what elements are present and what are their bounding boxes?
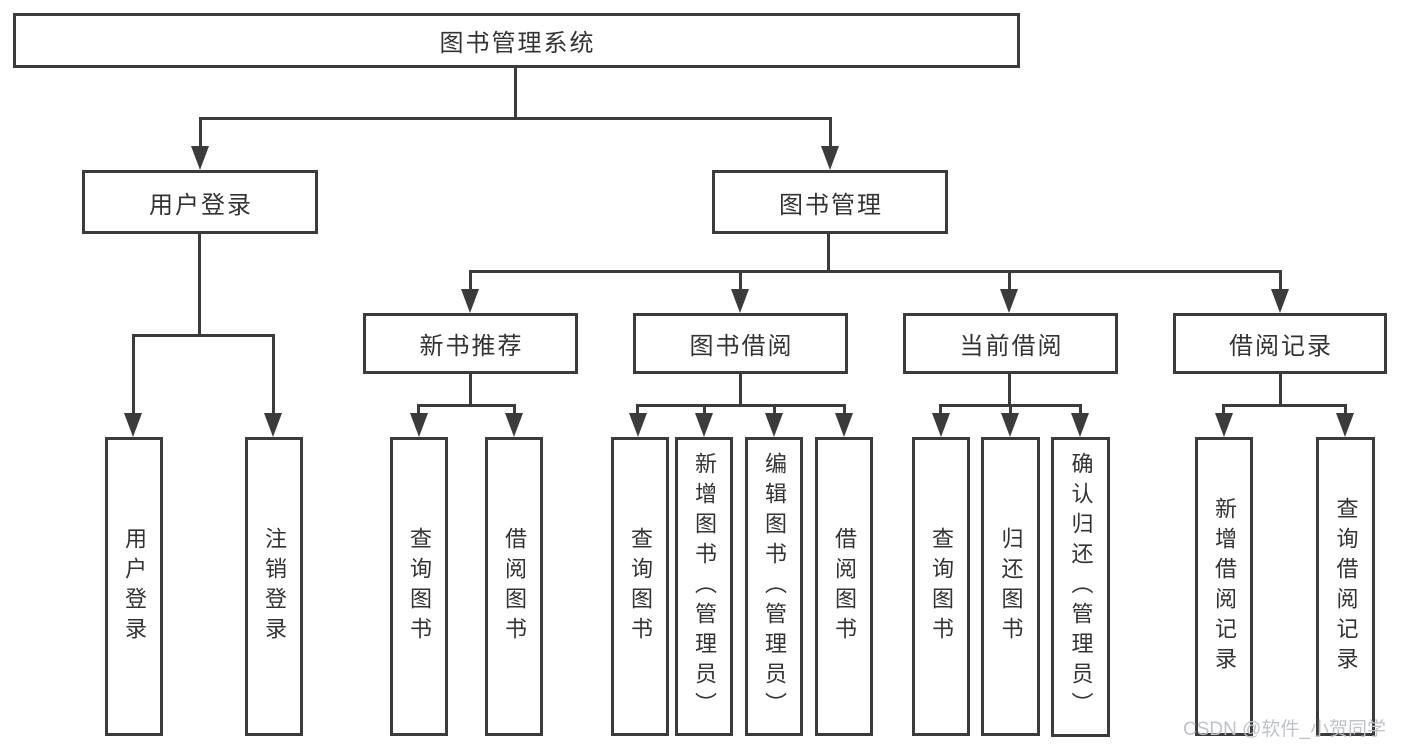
- connector-line: [939, 404, 942, 420]
- connector-line: [773, 404, 776, 420]
- connector-line: [636, 404, 639, 420]
- leaf-confirm-return-admin: 确认归还（管理员）: [1051, 437, 1110, 737]
- connector-line: [417, 404, 420, 420]
- leaf-query-books-recommend-label: 查询图书: [407, 526, 432, 647]
- arrowhead-down-icon: [1001, 413, 1019, 437]
- leaf-add-books-admin-label: 新增图书（管理员）: [692, 451, 717, 722]
- leaf-return-books-label: 归还图书: [998, 526, 1024, 647]
- connector-line: [827, 234, 830, 272]
- connector-line: [469, 270, 1282, 273]
- arrowhead-down-icon: [629, 413, 647, 437]
- node-current-borrow-label: 当前借阅: [959, 333, 1064, 360]
- connector-line: [1008, 270, 1011, 296]
- connector-line: [417, 404, 516, 407]
- arrowhead-down-icon: [731, 289, 749, 313]
- arrowhead-down-icon: [765, 413, 783, 437]
- leaf-add-books-admin: 新增图书（管理员）: [675, 437, 733, 736]
- node-new-book-recommend-label: 新书推荐: [419, 333, 524, 360]
- arrowhead-down-icon: [191, 146, 209, 170]
- leaf-query-books-recommend: 查询图书: [390, 437, 448, 736]
- leaf-user-login-label: 用户登录: [122, 526, 147, 647]
- node-borrow-records-label: 借阅记录: [1229, 333, 1333, 360]
- connector-line: [132, 334, 135, 420]
- leaf-query-books-borrow: 查询图书: [611, 437, 669, 736]
- leaf-query-borrow-record: 查询借阅记录: [1316, 437, 1375, 736]
- node-user-login: 用户登录: [82, 170, 318, 234]
- leaf-logout-login: 注销登录: [245, 437, 303, 736]
- connector-line: [843, 404, 846, 420]
- leaf-return-books: 归还图书: [981, 437, 1040, 736]
- arrowhead-down-icon: [1215, 413, 1233, 437]
- leaf-query-books-current-label: 查询图书: [929, 526, 954, 647]
- connector-line: [1222, 404, 1225, 420]
- arrowhead-down-icon: [461, 289, 479, 313]
- connector-line: [829, 117, 832, 149]
- connector-line: [1344, 404, 1347, 420]
- arrowhead-down-icon: [410, 413, 428, 437]
- node-current-borrow: 当前借阅: [903, 313, 1118, 374]
- arrowhead-down-icon: [821, 146, 839, 170]
- arrowhead-down-icon: [695, 413, 713, 437]
- arrowhead-down-icon: [264, 413, 282, 437]
- connector-line: [469, 374, 472, 406]
- connector-line: [199, 117, 831, 120]
- connector-line: [703, 404, 706, 420]
- node-book-management: 图书管理: [712, 170, 948, 234]
- connector-line: [1079, 404, 1082, 420]
- node-book-borrow-label: 图书借阅: [689, 333, 794, 360]
- node-book-management-label: 图书管理: [779, 191, 883, 219]
- leaf-logout-login-label: 注销登录: [262, 526, 287, 647]
- node-borrow-records: 借阅记录: [1173, 313, 1387, 374]
- leaf-borrow-books: 借阅图书: [815, 437, 873, 736]
- connector-line: [132, 334, 275, 337]
- node-root-label: 图书管理系统: [439, 30, 596, 57]
- arrowhead-down-icon: [1271, 289, 1289, 313]
- node-root: 图书管理系统: [13, 13, 1020, 68]
- leaf-edit-books-admin-label: 编辑图书（管理员）: [762, 451, 787, 722]
- connector-line: [1222, 404, 1347, 407]
- leaf-query-borrow-record-label: 查询借阅记录: [1333, 496, 1359, 677]
- leaf-borrow-books-recommend: 借阅图书: [485, 437, 543, 736]
- connector-line: [513, 404, 516, 420]
- connector-line: [272, 334, 275, 420]
- connector-line: [1008, 374, 1011, 406]
- connector-line: [1279, 270, 1282, 296]
- connector-line: [469, 270, 472, 296]
- arrowhead-down-icon: [835, 413, 853, 437]
- leaf-confirm-return-admin-label: 确认归还（管理员）: [1068, 452, 1094, 722]
- leaf-query-books-current: 查询图书: [912, 437, 970, 736]
- leaf-add-borrow-record: 新增借阅记录: [1195, 437, 1253, 736]
- connector-line: [1279, 374, 1282, 406]
- node-user-login-label: 用户登录: [149, 191, 253, 219]
- arrowhead-down-icon: [932, 413, 950, 437]
- leaf-user-login: 用户登录: [105, 437, 163, 736]
- connector-line: [199, 117, 202, 149]
- leaf-query-books-borrow-label: 查询图书: [628, 526, 653, 647]
- arrowhead-down-icon: [1000, 289, 1018, 313]
- connector-line: [198, 234, 201, 336]
- leaf-edit-books-admin: 编辑图书（管理员）: [745, 437, 803, 736]
- arrowhead-down-icon: [124, 413, 142, 437]
- arrowhead-down-icon: [1071, 413, 1089, 437]
- connector-line: [739, 374, 742, 406]
- arrowhead-down-icon: [1336, 413, 1354, 437]
- connector-line: [1009, 404, 1012, 420]
- node-book-borrow: 图书借阅: [633, 313, 848, 374]
- connector-line: [636, 404, 846, 407]
- arrowhead-down-icon: [505, 413, 523, 437]
- connector-line: [514, 68, 517, 118]
- leaf-add-borrow-record-label: 新增借阅记录: [1212, 496, 1237, 677]
- leaf-borrow-books-recommend-label: 借阅图书: [502, 526, 527, 647]
- leaf-borrow-books-label: 借阅图书: [832, 526, 857, 647]
- node-new-book-recommend: 新书推荐: [363, 313, 578, 374]
- connector-line: [739, 270, 742, 296]
